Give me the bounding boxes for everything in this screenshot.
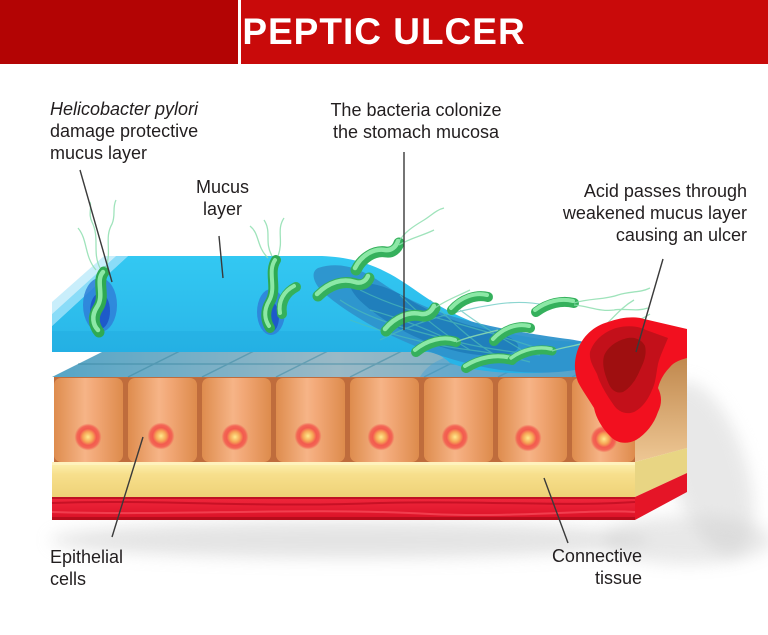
label-line: Acid passes through — [583, 181, 747, 201]
epithelial-cells-layer — [54, 377, 635, 462]
label-line: tissue — [594, 567, 642, 588]
epithelial-cell — [54, 378, 123, 462]
ulcer — [574, 317, 687, 443]
banner-divider — [238, 0, 241, 64]
leader-lines — [79, 152, 664, 544]
bacterium-hpylori — [312, 272, 375, 302]
cell-nucleus — [514, 424, 542, 452]
label-line: cells — [50, 568, 87, 589]
label-line: Epithelial — [50, 547, 124, 567]
label-line: Mucus — [195, 177, 249, 197]
label-line: weakened mucus layer — [562, 202, 747, 223]
ulcer-core — [603, 337, 646, 393]
side-connective — [635, 448, 687, 497]
epithelial-cell — [128, 378, 197, 462]
leader-line-acid — [635, 258, 664, 353]
epithelial-cell — [202, 378, 271, 462]
banner-right-block — [241, 0, 768, 64]
label-line: damage protective — [50, 120, 199, 141]
bacterium-hpylori — [447, 291, 493, 315]
label-line: causing an ulcer — [615, 224, 747, 245]
cell-nucleus — [441, 423, 469, 451]
bacterium-hpylori — [531, 296, 579, 317]
bacterium-hpylori — [261, 255, 281, 333]
label-line: Connective — [551, 546, 642, 566]
label-epithelial-cells: Epithelial cells — [50, 547, 180, 591]
muscle-layer — [51, 497, 636, 520]
title-banner — [0, 0, 768, 64]
bacterium-hpylori — [88, 266, 110, 338]
cell-nucleus — [367, 423, 395, 451]
label-line: the stomach mucosa — [332, 121, 500, 142]
connective-tissue-layer — [52, 462, 635, 497]
cell-nucleus — [294, 422, 322, 450]
label-mucus-layer: Mucus layer — [175, 177, 270, 221]
side-muscle — [635, 473, 687, 520]
cell-nucleus — [74, 423, 102, 451]
bacteria-cluster — [88, 237, 579, 373]
label-acid: Acid passes through weakened mucus layer… — [495, 181, 747, 247]
mucus-pool-core — [350, 283, 519, 356]
cell-nucleus — [147, 422, 175, 450]
label-colonize: The bacteria colonize the stomach mucosa — [300, 100, 532, 144]
label-helicobacter: Helicobacter pylori damage protective mu… — [50, 99, 250, 165]
bacterium-hpylori — [489, 322, 535, 346]
label-line: The bacteria colonize — [330, 100, 502, 120]
label-line: Helicobacter pylori — [50, 99, 199, 119]
label-line: mucus layer — [50, 142, 148, 163]
epithelial-cell — [276, 378, 345, 462]
bacterium-hpylori — [350, 237, 405, 276]
cell-nucleus — [221, 423, 249, 451]
leader-line-epithelial — [111, 436, 144, 538]
label-connective-tissue: Connective tissue — [518, 546, 642, 590]
epithelial-cell — [350, 378, 419, 462]
cell-nuclei — [74, 422, 618, 453]
label-line: layer — [202, 198, 242, 219]
leader-line-hpylori — [79, 169, 113, 283]
page-title: PEPTIC ULCER — [242, 11, 526, 52]
bacterium-hpylori — [507, 345, 557, 365]
bacterium-hpylori — [380, 302, 441, 337]
bacterium-hpylori — [411, 335, 461, 357]
leader-line-connective — [543, 477, 569, 544]
leader-line-mucus — [218, 235, 224, 279]
bacterium-hpylori — [276, 282, 301, 319]
mucus-front-face — [52, 331, 444, 352]
epithelial-cell — [424, 378, 493, 462]
